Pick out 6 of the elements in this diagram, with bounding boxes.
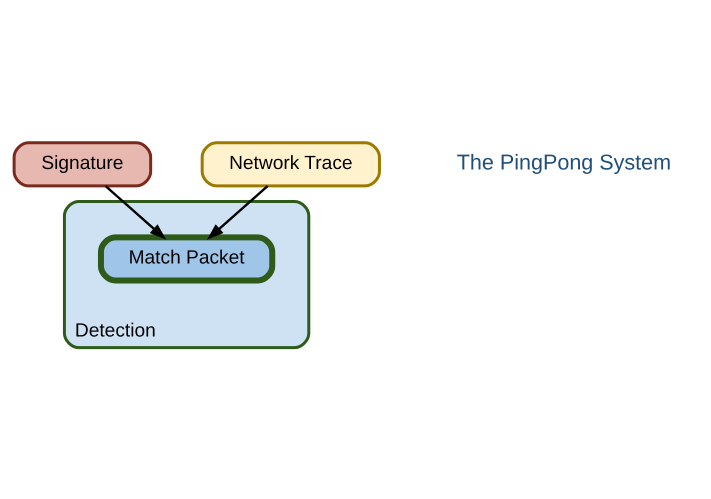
- label: The PingPong System: [456, 149, 672, 174]
- node-box: Signature: [12, 140, 152, 187]
- node-box: Match Packet: [98, 234, 276, 284]
- arrow: [104, 184, 166, 240]
- arrow: [206, 184, 268, 240]
- node-box: Network Trace: [200, 140, 381, 187]
